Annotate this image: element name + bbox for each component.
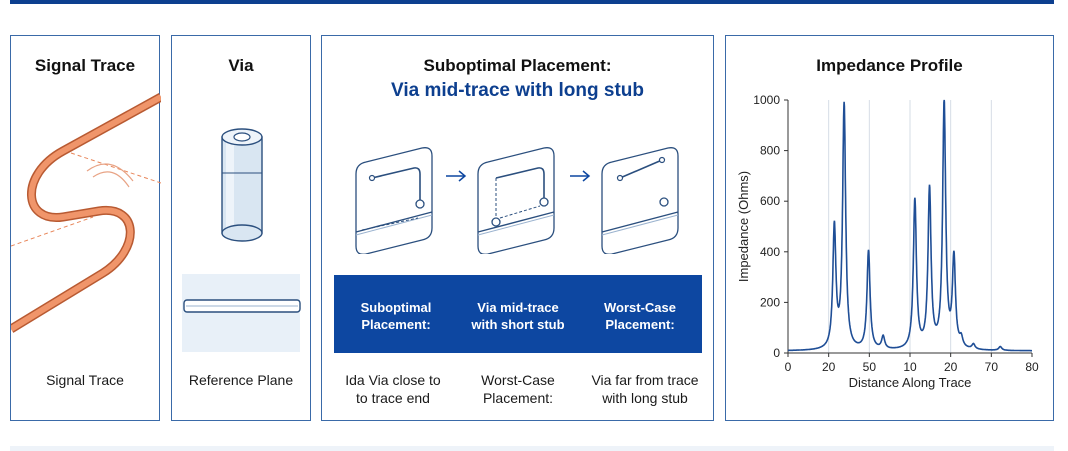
x-tick-label: 70	[985, 360, 999, 374]
signal-trace-title: Signal Trace	[34, 56, 136, 75]
y-tick-label: 200	[760, 295, 780, 309]
placement-caption-2: Worst-Case Placement:	[456, 371, 580, 407]
board-diagram-2	[477, 147, 555, 254]
board-diagram-3	[601, 147, 679, 254]
x-axis-label: Distance Along Trace	[849, 375, 972, 390]
y-tick-label: 800	[760, 144, 780, 158]
placement-caption-2-line1: Worst-Case	[481, 372, 555, 388]
x-tick-label: 0	[785, 360, 792, 374]
y-tick-label: 0	[773, 346, 780, 360]
placement-subtitle: Via mid-trace with long stub	[390, 80, 644, 101]
box-label-2: Via mid-trace with short stub	[458, 299, 578, 333]
placement-caption-3: Via far from trace with long stub	[578, 371, 712, 407]
placement-caption-1-line2: to trace end	[356, 390, 430, 406]
arrow-right-icon	[446, 170, 467, 182]
y-axis-label: Impedance (Ohms)	[736, 171, 751, 282]
placement-label-box: Suboptimal Placement: Via mid-trace with…	[334, 275, 702, 353]
y-tick-label: 400	[760, 245, 780, 259]
x-tick-label: 20	[822, 360, 836, 374]
box-label-1: Suboptimal Placement:	[336, 299, 456, 333]
placement-caption-1-line1: Ida Via close to	[345, 372, 441, 388]
placement-diagrams	[355, 147, 679, 254]
via-title: Via	[228, 56, 254, 75]
box-label-1-line1: Suboptimal	[360, 300, 432, 315]
y-tick-label: 600	[760, 194, 780, 208]
x-tick-label: 20	[944, 360, 958, 374]
placement-panel: Suboptimal Placement: Via mid-trace with…	[321, 35, 714, 421]
box-label-3: Worst-Case Placement:	[580, 299, 700, 333]
reference-plane-backdrop	[182, 274, 300, 352]
box-label-1-line2: Placement:	[361, 317, 431, 332]
reference-plane-bar	[183, 299, 301, 313]
box-label-2-line1: Via mid-trace	[477, 300, 559, 315]
placement-caption-1: Ida Via close to to trace end	[330, 371, 456, 407]
via-panel: Via Reference Plane	[171, 35, 311, 421]
box-label-3-line2: Placement:	[605, 317, 675, 332]
impedance-title: Impedance Profile	[816, 56, 963, 75]
placement-caption-2-line2: Placement:	[482, 390, 554, 406]
via-cylinder-illustration	[221, 128, 263, 242]
x-tick-label: 10	[903, 360, 917, 374]
placement-title: Suboptimal Placement:	[423, 56, 612, 75]
top-rule	[10, 0, 1054, 4]
arrow-right-icon	[570, 170, 591, 182]
signal-trace-caption: Signal Trace	[46, 372, 124, 388]
x-tick-label: 50	[863, 360, 877, 374]
impedance-panel: Impedance Profile 0 200 400 600 800 1000 0 20 50…	[725, 35, 1054, 421]
x-tick-label: 80	[1025, 360, 1039, 374]
impedance-series-line	[788, 99, 1032, 352]
box-label-3-line1: Worst-Case	[603, 300, 676, 315]
signal-trace-panel: Signal Trace Signal Trace	[10, 35, 161, 421]
signal-trace-illustration	[11, 93, 161, 333]
placement-caption-3-line2: with long stub	[602, 390, 688, 406]
box-label-2-line2: with short stub	[471, 317, 565, 332]
board-diagram-1	[355, 147, 433, 254]
bottom-strip	[10, 446, 1054, 451]
y-tick-label: 1000	[753, 93, 780, 107]
via-caption: Reference Plane	[188, 372, 294, 388]
placement-caption-3-line1: Via far from trace	[591, 372, 699, 388]
